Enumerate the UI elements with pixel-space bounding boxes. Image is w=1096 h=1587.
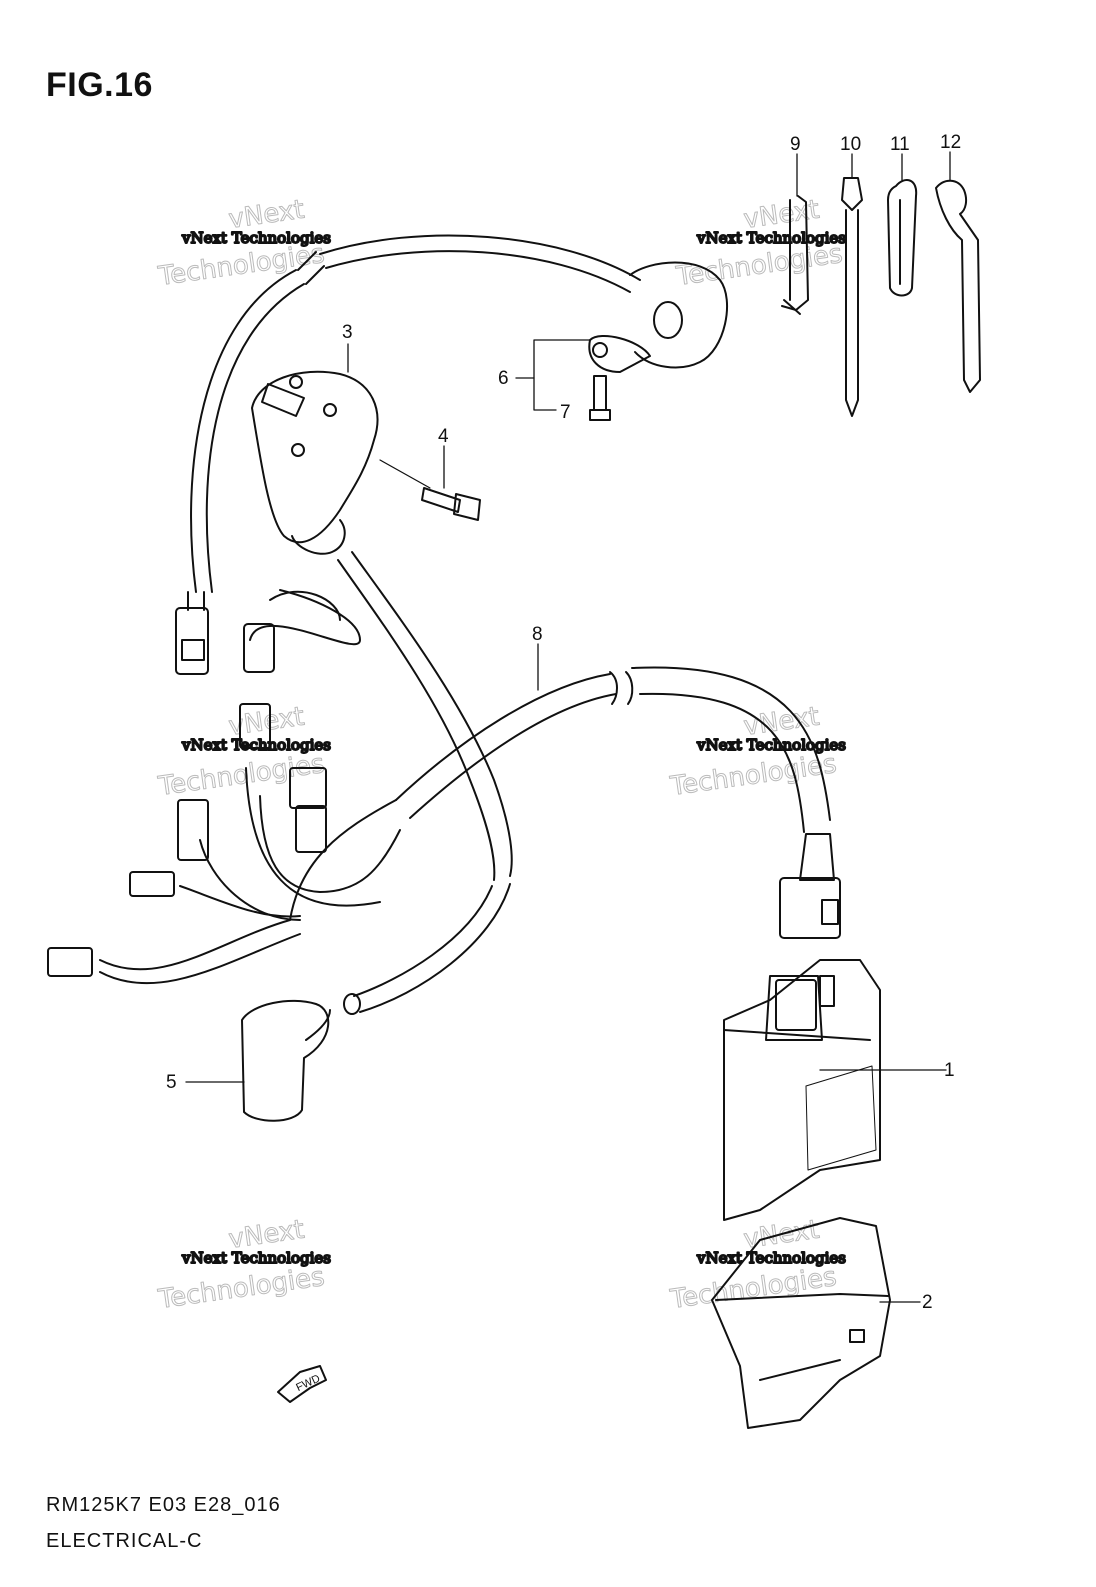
fwd-label: FWD [294, 1373, 322, 1394]
cable-tie-12 [935, 179, 981, 393]
upper-wire-loop [175, 234, 641, 675]
watermark-1: vNext vNext Technologies Technologies [155, 194, 332, 292]
watermark-3: vNext vNext Technologies Technologies [155, 701, 332, 802]
clamp-11 [887, 179, 918, 297]
watermark-6: vNext vNext Technologies Technologies [667, 1214, 847, 1315]
high-tension-lead [337, 551, 513, 1015]
main-wire-harness [47, 589, 841, 985]
callout-2: 2 [922, 1292, 933, 1313]
callout-4: 4 [438, 426, 449, 447]
cable-tie-10 [841, 177, 863, 417]
svg-text:vNext Technologies: vNext Technologies [696, 1249, 846, 1267]
model-code: RM125K7 E03 E28_016 [46, 1494, 281, 1516]
watermark-4: vNext vNext Technologies Technologies [667, 701, 847, 802]
callout-1: 1 [944, 1060, 955, 1081]
svg-text:vNext Technologies: vNext Technologies [181, 1249, 331, 1267]
callout-12: 12 [940, 132, 961, 153]
svg-text:Technologies: Technologies [668, 1262, 839, 1315]
section-name: ELECTRICAL-C [46, 1530, 203, 1552]
svg-text:Technologies: Technologies [156, 749, 327, 802]
ignition-coil [251, 370, 481, 555]
svg-text:Technologies: Technologies [668, 749, 839, 802]
watermark-2: vNext vNext Technologies Technologies [673, 194, 847, 292]
svg-text:Technologies: Technologies [156, 1262, 327, 1315]
svg-text:vNext Technologies: vNext Technologies [696, 229, 846, 247]
watermark-5: vNext vNext Technologies Technologies [155, 1214, 332, 1315]
clamp-9 [781, 195, 809, 315]
svg-text:vNext Technologies: vNext Technologies [181, 736, 331, 754]
cdi-cover [711, 1217, 891, 1429]
callout-6: 6 [498, 368, 509, 389]
cdi-unit [723, 959, 881, 1221]
pickup-coil [588, 261, 728, 421]
fwd-arrow [277, 1365, 327, 1403]
leader-lines [185, 151, 951, 1303]
callout-8: 8 [532, 624, 543, 645]
callout-11: 11 [890, 134, 910, 155]
callout-3: 3 [342, 322, 353, 343]
callout-5: 5 [166, 1072, 177, 1093]
svg-text:vNext Technologies: vNext Technologies [181, 229, 331, 247]
spark-plug-cap [241, 999, 331, 1122]
callout-10: 10 [840, 134, 861, 155]
callout-9: 9 [790, 134, 801, 155]
callout-7: 7 [560, 402, 571, 423]
figure-title: FIG.16 [46, 66, 153, 104]
